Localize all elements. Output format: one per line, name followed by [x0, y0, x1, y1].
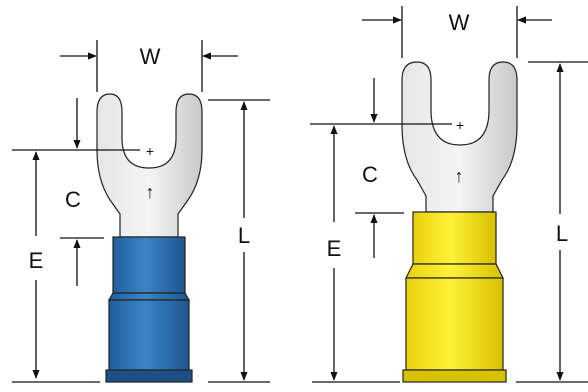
- large-terminal-insulation-taper: [405, 263, 504, 279]
- large-terminal-c-label: C: [362, 162, 378, 187]
- small-terminal-insulation-upper: [112, 236, 186, 294]
- small-terminal-direction-mark: ↑: [146, 182, 155, 202]
- large-terminal-plus-mark: +: [456, 117, 464, 133]
- small-terminal-insulation-lower: [108, 299, 190, 371]
- small-terminal-spade: [96, 93, 203, 238]
- small-terminal-w-label: W: [140, 44, 161, 69]
- large-terminal-insulation-base: [402, 369, 507, 383]
- large-terminal-e-label: E: [327, 236, 342, 261]
- large-terminal-direction-mark: ↑: [455, 166, 464, 186]
- large-terminal-insulation-lower: [405, 277, 504, 371]
- large-terminal-spade: [401, 61, 518, 213]
- small-terminal-plus-mark: +: [146, 143, 154, 159]
- small-terminal-l-label: L: [238, 223, 250, 248]
- small-terminal-insulation-taper: [107, 292, 191, 301]
- large-terminal-insulation-upper: [412, 211, 497, 265]
- small-terminal-c-label: C: [65, 187, 81, 212]
- small-terminal-e-label: E: [29, 248, 44, 273]
- large-terminal-w-label: W: [449, 10, 470, 35]
- small-terminal: + ↑ W C E L: [12, 40, 270, 383]
- small-terminal-insulation-base: [105, 369, 193, 383]
- large-terminal: + ↑ W C E L: [310, 6, 588, 383]
- large-terminal-l-label: L: [556, 221, 568, 246]
